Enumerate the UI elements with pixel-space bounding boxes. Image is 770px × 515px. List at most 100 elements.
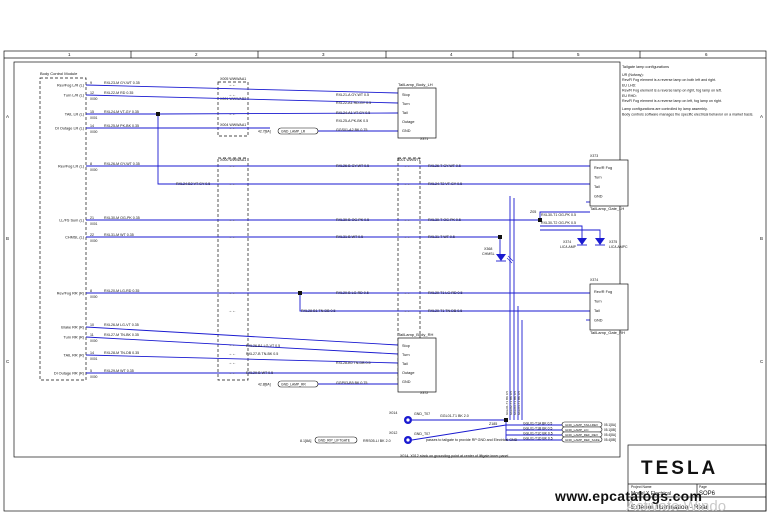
page-value: SOP6 [699,491,716,497]
ground-ref: 42.8[8A] [258,382,271,386]
wire-label: RXL24-A1 VT-GY 0.5 [336,111,370,115]
lamp-conn: X371 [420,137,428,141]
bcm-pin-label: TAIL LR (L) [65,112,85,116]
row-label: C [760,359,764,364]
lamp-pin: Turn [402,353,410,357]
gate-ref: 05.1[8A] [604,423,616,427]
wire-label: RXL30-T OG-PK 0.5 [428,218,461,222]
wire [411,424,507,441]
bcm-pin-number: 15 [90,110,94,114]
sheet-border [3,50,767,512]
bcm-pin-label: TAIL RR (R) [64,353,85,357]
bcm-wire-label: RXL31-M WT 0.35 [104,233,134,237]
col-label: 4 [450,52,453,57]
ground-ref: 8.1[8A] [300,439,311,443]
bcm-box [39,77,87,381]
lamp-pin: GND [402,380,411,384]
splice-ref: Z185 [489,422,497,426]
ground-wire: GGL01-T1 BK 2.0 [440,414,469,418]
wire-label: GGS01-A2 BK 0.75 [336,128,367,132]
bcm-pin-conn: X001 [90,222,98,226]
splice-ref: Z05 [530,210,536,214]
wire-label: RXL26-T GY-WT 0.5 [428,164,461,168]
connector-pin-glyph: →← [228,308,236,313]
lamp-title: TailLamp_Body_LH [398,82,433,87]
wire [85,354,399,364]
wire-label: RXL28-B0 TN-DB 0.5 [336,361,371,365]
lamp-pin: Turn [594,300,602,304]
note-line: Rev/R Fog element is a reverse lamp on b… [622,78,716,82]
col-label: 6 [705,52,708,57]
wire-label: RXL21-A GY-WT 0.5 [336,93,369,97]
connector-pin-glyph: →← [228,92,236,97]
connector-pin-glyph: →← [228,342,236,347]
connector-pin-glyph: →← [228,217,236,222]
bcm-pin-conn: X000 [90,375,98,379]
ghost-text: Activate Windo [626,498,727,515]
wire-label: GGP03-B5 BK 0.75 [336,381,367,385]
gate-wire-label: GGL01-T1D BK 0.5 [523,436,553,440]
connector-pin-glyph: →← [228,163,236,168]
bcm-pin-number: 14 [90,124,94,128]
connector-pin-glyph: →← [228,370,236,375]
wire-label: RXL31-B WT 0.5 [336,235,363,239]
col-label: 1 [68,52,71,57]
bcm-pin-label: DI Outage LR (L) [55,126,85,130]
gate-badge: GND_LAMP_TAIL1REV [565,423,599,427]
bcm-pin-conn: X000 [90,295,98,299]
row-label: C [6,359,10,364]
bcm-pin-number: 8 [90,289,92,293]
harness-outline [13,61,621,458]
led-name: LIC/LAMPC [609,245,628,249]
connector-pin-glyph: →← [403,290,411,295]
connector-ref: X001 WWWT1 [397,158,421,162]
wire [85,336,399,355]
wire-label: RXL28-B1 TN-DB 0.5 [301,309,336,313]
wire-label: RXL26-B1 LG-VT 0.5 [246,344,280,348]
bcm-pin-number: 12 [90,91,94,95]
lamp-conn: X373 [590,154,598,158]
note-line: Body controls software manages the speci… [622,112,753,116]
wire [540,225,583,238]
led-name: LIC/LAMP [560,245,577,249]
bcm-wire-label: RXL22-M RD 0.35 [104,91,133,95]
bcm-pin-label: Rev/Fog L/R (L) [57,83,85,87]
ground-wire: RRS05-LI BK 2.0 [363,439,391,443]
lamp-pin: GND [594,319,603,323]
bcm-pin-label: DI Outage RR (R) [54,371,85,375]
bcm-pin-number: 10 [90,323,94,327]
license-led-right-icon [595,238,605,246]
connector-pin-glyph: →← [228,125,236,130]
lamp-pin: GND [594,195,603,199]
row-label: B [760,236,763,241]
ground-name: GND_T07 [414,432,430,436]
gate-wire-label: GGL01-T1C BK 0.5 [523,431,553,435]
bcm-pin-number: 8 [90,162,92,166]
bcm-pin-conn: X000 [90,239,98,243]
col-label: 3 [322,52,325,57]
connector-pin-glyph: →← [403,181,411,186]
notes-title: Tailgate lamp configurations [622,65,669,69]
ground-name: GND_T07 [414,412,430,416]
bcm-pin-number: 11 [90,333,94,337]
lamp-pin: Tail [594,309,600,313]
taillamp-body-lh [397,87,437,139]
ground-badge: GND_LAMP_RR [281,382,306,386]
connector-ref: X005 WWWAA1 [220,77,246,81]
lamp-pin: Outage [402,120,414,124]
wire [500,211,590,221]
bcm-pin-number: 22 [90,233,94,237]
bundle-wire-label: GGL01-T1 BK 0.5 [505,391,509,415]
bcm-pin-conn: X000 [90,339,98,343]
gate-ref: 05.4[8A] [604,433,616,437]
title-block [627,444,767,512]
bcm-pin-number: 14 [90,351,94,355]
splice-dot [504,418,508,422]
gate-ref: 05.4[8B] [604,438,616,442]
bcm-pin-label: Turn RR (R) [63,335,84,339]
gate-wire-label: GGL01-T1A BK 0.5 [523,421,552,425]
bcm-pin-conn: X000 [90,130,98,134]
note-line: Rev/R Fog element is a reverse lamp on l… [622,99,722,103]
led-id: X375 [609,240,617,244]
bcm-pin-conn: X000 [90,168,98,172]
